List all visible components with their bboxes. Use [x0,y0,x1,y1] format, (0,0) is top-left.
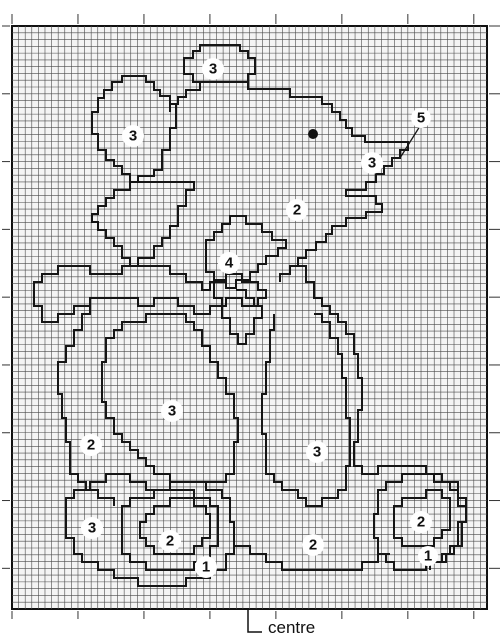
svg-text:2: 2 [417,514,425,531]
svg-text:3: 3 [88,520,96,537]
label-foot-left: 3 [81,517,103,539]
svg-text:2: 2 [87,437,95,454]
label-pointer: 5 [411,108,431,128]
svg-text:2: 2 [309,537,317,554]
label-paw-left: 2 [159,530,181,552]
label-paw-right: 2 [410,511,432,533]
svg-text:3: 3 [313,444,321,461]
label-body-left: 2 [80,434,102,456]
svg-text:3: 3 [168,403,176,420]
label-body-bottom: 2 [302,534,324,556]
label-ear-left: 3 [122,125,144,147]
centre-caption: centre [268,618,315,638]
label-pad-left: 1 [195,556,217,578]
svg-text:1: 1 [202,559,210,576]
label-tummy: 3 [161,400,183,422]
svg-text:2: 2 [293,202,301,219]
label-arm: 3 [306,441,328,463]
centre-marker [248,608,262,632]
label-text: 3 [209,61,217,78]
svg-text:4: 4 [225,255,234,272]
label-pad-right: 1 [418,546,438,566]
svg-text:3: 3 [368,155,376,172]
svg-text:1: 1 [424,548,432,565]
svg-text:2: 2 [166,533,174,550]
svg-text:3: 3 [129,128,137,145]
label-head: 2 [286,199,308,221]
svg-text:5: 5 [417,110,425,127]
eye [308,129,318,139]
label-nose: 3 [361,152,383,174]
label-ear-top: 3 [202,58,224,80]
label-bow: 4 [218,252,240,274]
